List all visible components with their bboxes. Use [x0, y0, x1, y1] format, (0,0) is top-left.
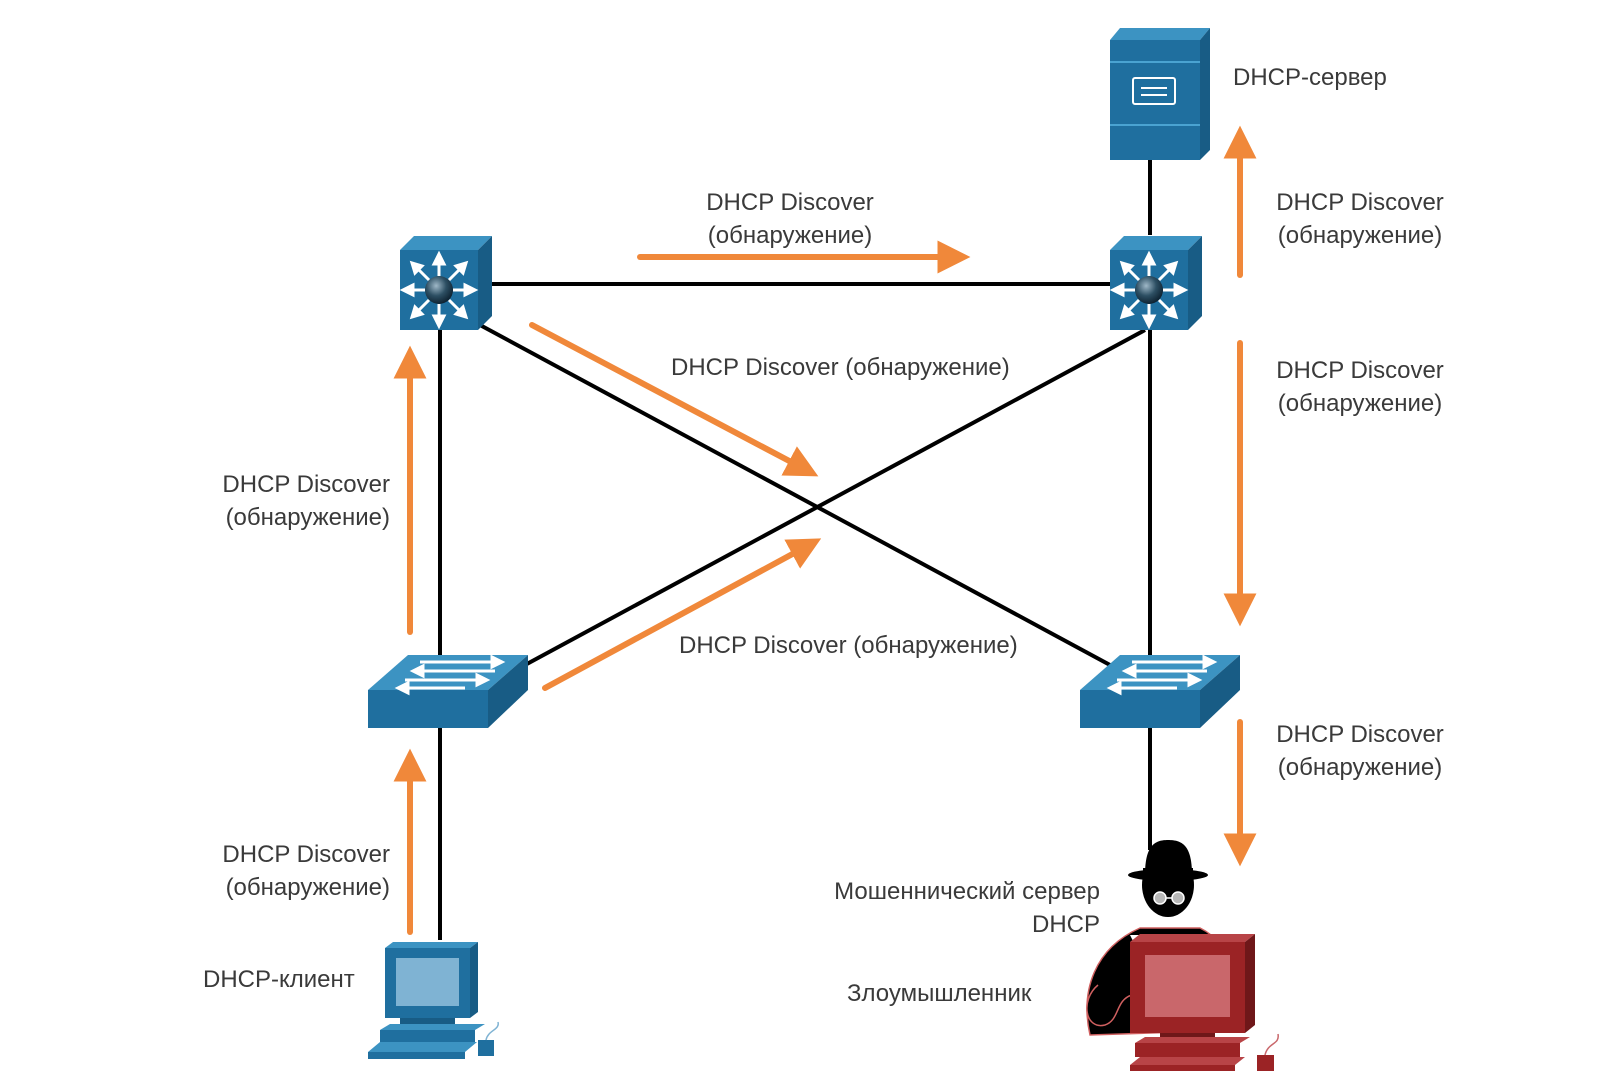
rogue-dhcp-pc-icon [1130, 934, 1279, 1071]
dhcp-server-icon [1110, 28, 1210, 160]
rogue-dhcp-server-line1: Мошеннический сервер [834, 878, 1100, 905]
right-middle-discover-label: DHCP Discover (обнаружение) [1255, 354, 1465, 420]
left-lower-discover-line2: (обнаружение) [225, 874, 390, 901]
left-multilayer-switch-icon [400, 236, 492, 330]
link-left-core-to-right-access [479, 323, 1111, 667]
rogue-dhcp-server-line2: DHCP [1031, 911, 1100, 938]
right-multilayer-switch-icon [1110, 236, 1202, 330]
diagonal-upper-discover-label: DHCP Discover (обнаружение) [671, 354, 1010, 381]
left-middle-discover-line1: DHCP Discover [222, 471, 390, 498]
diagonal-lower-discover-label: DHCP Discover (обнаружение) [679, 632, 1018, 659]
rogue-dhcp-server-label: Мошеннический сервер DHCP [780, 875, 1100, 941]
upper-right-discover-label: DHCP Discover (обнаружение) [1255, 186, 1465, 252]
discover-arrows [393, 125, 1257, 935]
left-middle-discover-line2: (обнаружение) [225, 504, 390, 531]
dhcp-client-pc-icon [368, 942, 499, 1059]
left-lower-discover-label: DHCP Discover (обнаружение) [185, 838, 390, 904]
upper-right-discover-line2: (обнаружение) [1277, 222, 1443, 249]
network-links [438, 150, 1152, 940]
arrow-left-core-to-right-access [529, 322, 819, 477]
arrow-left-access-to-right-core [542, 538, 822, 691]
attacker-label: Злоумышленник [847, 980, 1032, 1007]
right-access-switch-icon [1080, 654, 1240, 728]
right-lower-discover-line1: DHCP Discover [1276, 721, 1444, 748]
left-lower-discover-line1: DHCP Discover [222, 841, 390, 868]
top-discover-line1: DHCP Discover [706, 189, 874, 216]
upper-right-discover-line1: DHCP Discover [1276, 189, 1444, 216]
right-lower-discover-line2: (обнаружение) [1277, 754, 1443, 781]
left-access-switch-icon [368, 654, 528, 728]
top-discover-line2: (обнаружение) [707, 222, 873, 249]
right-middle-discover-line2: (обнаружение) [1277, 390, 1443, 417]
right-lower-discover-label: DHCP Discover (обнаружение) [1255, 718, 1465, 784]
dhcp-server-label: DHCP-сервер [1233, 64, 1387, 91]
top-discover-label: DHCP Discover (обнаружение) [665, 186, 915, 252]
dhcp-client-label: DHCP-клиент [203, 966, 355, 993]
link-right-core-to-left-access [524, 328, 1146, 667]
left-middle-discover-label: DHCP Discover (обнаружение) [185, 468, 390, 534]
right-middle-discover-line1: DHCP Discover [1276, 357, 1444, 384]
